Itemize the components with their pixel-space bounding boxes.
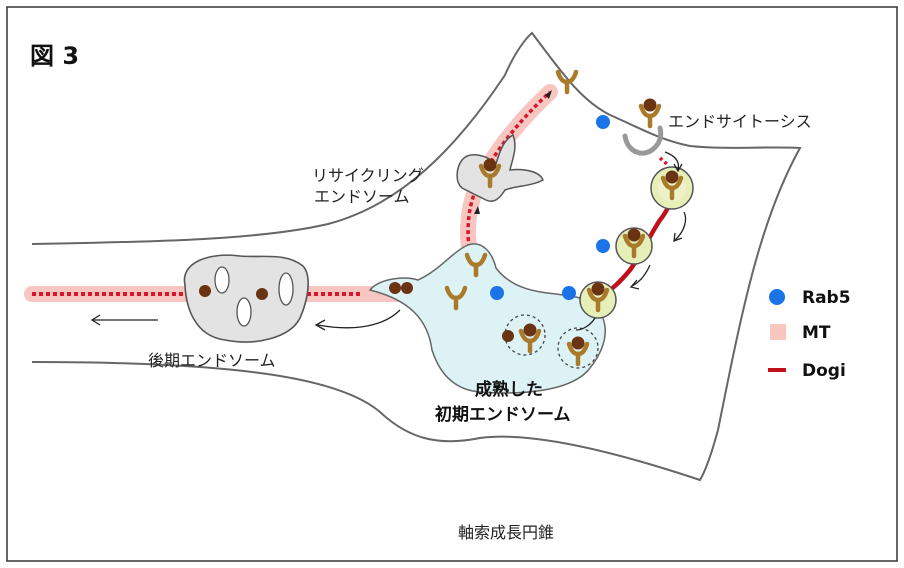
late-endosome-label: 後期エンドソーム bbox=[148, 351, 276, 370]
intraluminal-vesicles bbox=[199, 266, 294, 327]
transport-vesicles bbox=[579, 166, 694, 319]
recycling-arrowheads bbox=[474, 90, 552, 214]
transport-arrows bbox=[90, 151, 687, 331]
endocytic-pit bbox=[622, 125, 664, 156]
rab5-dots bbox=[490, 115, 610, 300]
mature-endosome-label-1: 成熟した bbox=[475, 379, 543, 400]
receptor-icon bbox=[558, 72, 576, 92]
legend-mt-label: MT bbox=[802, 323, 831, 343]
mature-early-endosome bbox=[368, 243, 606, 394]
legend-rab5-label: Rab5 bbox=[802, 288, 851, 308]
legend: Rab5 MT Dogi bbox=[768, 288, 851, 381]
figure-label: 図 3 bbox=[30, 42, 79, 70]
endocytosis-label: エンドサイトーシス bbox=[668, 112, 812, 131]
figure-frame bbox=[6, 6, 898, 562]
receptor-cargo-icon bbox=[641, 99, 659, 127]
recycling-endosome-label-1: リサイクリング bbox=[312, 166, 424, 185]
mature-endosome-label-2: 初期エンドソーム bbox=[435, 404, 571, 425]
legend-rab5-swatch bbox=[769, 289, 785, 305]
legend-mt-swatch bbox=[770, 324, 786, 340]
legend-dogi-label: Dogi bbox=[802, 361, 846, 381]
recycling-endosome-label-2: エンドソーム bbox=[314, 187, 410, 206]
growth-cone-label: 軸索成長円錐 bbox=[458, 523, 554, 542]
growth-cone-outline bbox=[31, 31, 802, 482]
